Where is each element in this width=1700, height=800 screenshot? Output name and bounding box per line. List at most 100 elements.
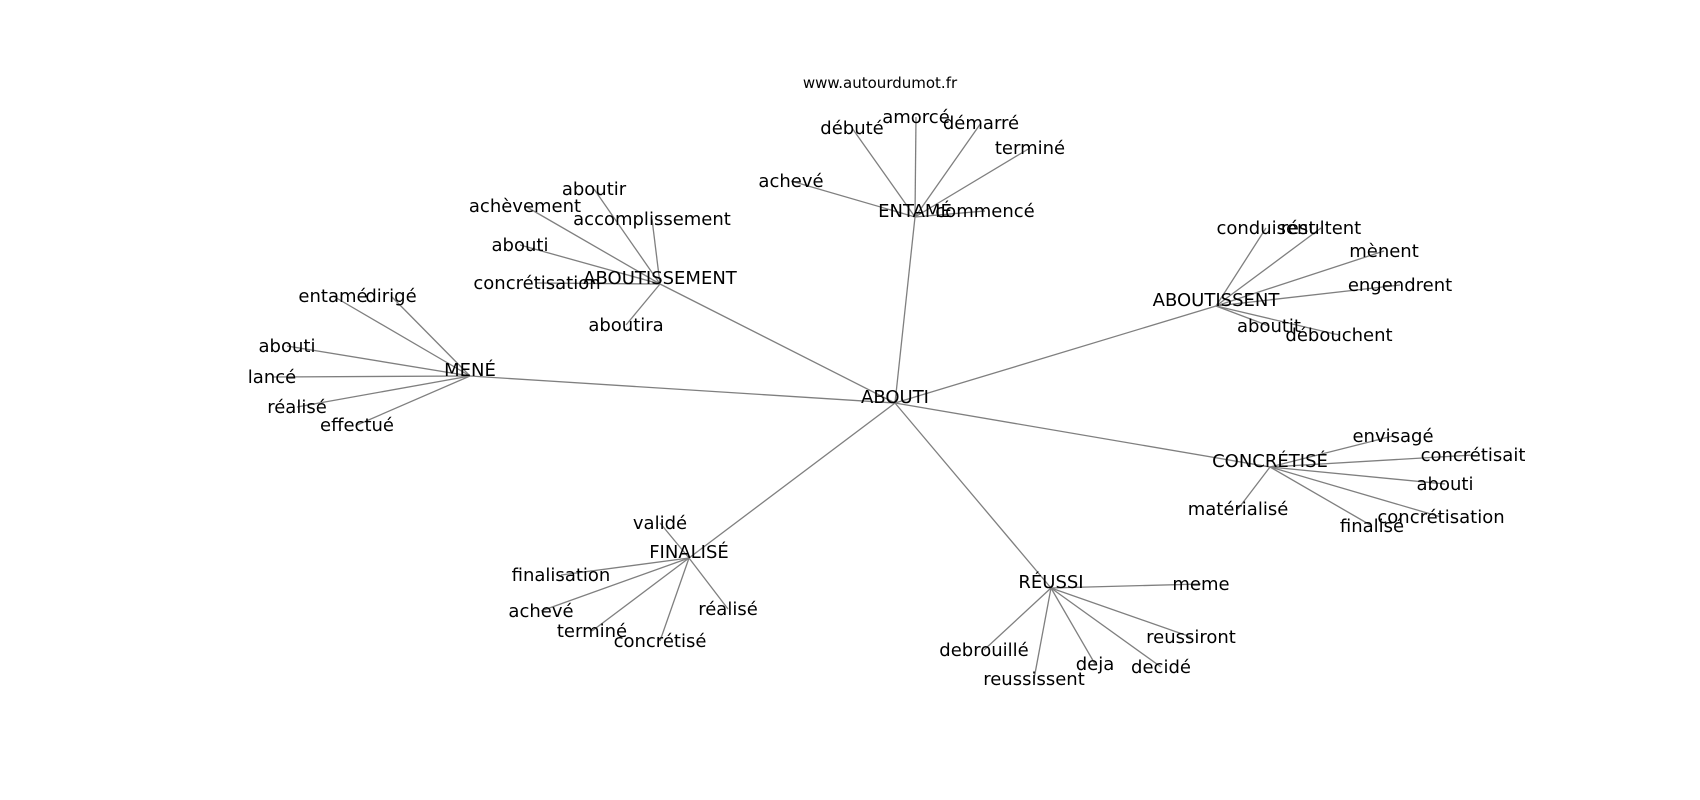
node-leaf-aboutissement-accomplissement: accomplissement xyxy=(573,209,731,230)
edge-entame-demarre xyxy=(914,122,982,218)
edge-mene-dirige xyxy=(390,295,471,377)
node-leaf-mene-abouti: abouti xyxy=(259,336,316,357)
node-leaf-finalise-valide: validé xyxy=(633,513,687,534)
node-hub-entame: ENTAMÉ xyxy=(878,200,952,222)
edge-aboutissement-aboutir xyxy=(593,188,661,285)
edge-reussi-debrouille xyxy=(983,587,1052,651)
edge-finalise-finalisation xyxy=(560,557,690,576)
node-leaf-concretise-materialise: matérialisé xyxy=(1188,499,1289,520)
edge-reussi-reussissent xyxy=(1033,587,1052,680)
node-hub-aboutissement: ABOUTISSEMENT xyxy=(583,268,738,289)
edge-reussi-decide xyxy=(1050,587,1162,668)
node-leaf-aboutissent-menent: mènent xyxy=(1349,241,1419,262)
node-leaf-finalise-concretise: concrétisé xyxy=(614,631,707,652)
edge-concretise-abouti xyxy=(1269,466,1446,485)
edge-aboutissent-aboutit xyxy=(1215,305,1270,327)
edge-center-finalise xyxy=(688,402,896,559)
edge-finalise-termine xyxy=(591,557,690,632)
edge-mene-abouti xyxy=(286,345,471,377)
edge-center-aboutissent xyxy=(894,305,1217,404)
node-leaf-finalise-termine: terminé xyxy=(557,621,627,642)
node-leaf-reussi-reussiront: reussiront xyxy=(1146,627,1236,648)
node-leaf-finalise-acheve: achevé xyxy=(508,601,573,622)
edge-aboutissement-aboutira xyxy=(625,283,661,326)
edge-entame-commence xyxy=(914,210,986,218)
source-label: www.autourdumot.fr xyxy=(803,74,958,92)
node-leaf-aboutissement-concretisation: concrétisation xyxy=(473,273,600,294)
edge-aboutissement-concretisation xyxy=(536,282,661,285)
edge-concretise-concretisation xyxy=(1269,466,1442,518)
edge-aboutissement-abouti xyxy=(519,244,661,285)
node-leaf-mene-effectue: effectué xyxy=(320,415,394,436)
graph-edges xyxy=(271,116,1474,680)
graph-labels: www.autourdumot.fr ABOUTI ENTAMÉ achevé déb… xyxy=(248,74,1526,690)
node-leaf-mene-entame: entamé xyxy=(298,286,367,307)
edge-aboutissent-resultent xyxy=(1215,227,1322,307)
edge-center-concretise xyxy=(894,402,1271,468)
edge-reussi-deja xyxy=(1050,587,1096,665)
edge-mene-realise xyxy=(296,375,471,408)
node-leaf-reussi-reussissent: reussissent xyxy=(983,669,1085,690)
edge-finalise-acheve xyxy=(540,557,690,612)
node-hub-finalise: FINALISÉ xyxy=(649,541,729,563)
node-leaf-mene-lance: lancé xyxy=(248,367,296,388)
edge-aboutissent-conduisent xyxy=(1215,227,1267,307)
node-leaf-concretise-abouti: abouti xyxy=(1417,474,1474,495)
node-leaf-concretise-concretisation: concrétisation xyxy=(1377,507,1504,528)
node-leaf-entame-demarre: démarré xyxy=(943,113,1019,134)
edge-finalise-realise xyxy=(688,557,729,610)
edge-reussi-meme xyxy=(1050,583,1202,589)
node-leaf-aboutissent-aboutit: aboutit xyxy=(1237,316,1301,337)
node-leaf-mene-realise: réalisé xyxy=(267,397,327,418)
edge-aboutissent-debouchent xyxy=(1215,305,1340,336)
edge-aboutissent-engendrent xyxy=(1215,284,1401,307)
edge-concretise-finalise xyxy=(1269,466,1373,527)
edge-mene-lance xyxy=(271,375,471,378)
edge-aboutissent-menent xyxy=(1215,250,1385,307)
node-leaf-reussi-meme: meme xyxy=(1172,574,1229,595)
node-leaf-entame-termine: terminé xyxy=(995,138,1065,159)
node-hub-aboutissent: ABOUTISSENT xyxy=(1153,290,1281,311)
node-hub-mene: MENÉ xyxy=(444,359,496,381)
edge-finalise-valide xyxy=(659,522,690,559)
node-leaf-reussi-decide: decidé xyxy=(1131,657,1191,678)
edge-entame-debute xyxy=(851,127,916,218)
node-leaf-aboutissent-conduisent: conduisent xyxy=(1216,218,1315,239)
node-hub-reussi: RÉUSSI xyxy=(1018,571,1083,593)
edge-aboutissement-achevement xyxy=(524,205,661,285)
node-leaf-aboutissement-abouti: abouti xyxy=(492,235,549,256)
edge-entame-termine xyxy=(914,147,1031,218)
node-leaf-reussi-deja: deja xyxy=(1076,654,1115,675)
edge-center-mene xyxy=(469,375,896,404)
node-leaf-concretise-envisage: envisagé xyxy=(1352,426,1433,447)
edge-mene-entame xyxy=(332,295,471,377)
edge-finalise-concretise xyxy=(659,557,690,642)
node-leaf-aboutissent-engendrent: engendrent xyxy=(1348,275,1452,296)
edge-mene-effectue xyxy=(356,375,471,426)
edge-center-aboutissement xyxy=(659,283,896,404)
node-leaf-aboutissement-aboutir: aboutir xyxy=(562,179,627,200)
node-leaf-aboutissement-aboutira: aboutira xyxy=(588,315,663,336)
node-leaf-finalise-finalisation: finalisation xyxy=(512,565,611,586)
node-leaf-finalise-realise: réalisé xyxy=(698,599,758,620)
node-leaf-aboutissement-achevement: achèvement xyxy=(469,196,581,217)
node-leaf-mene-dirige: dirigé xyxy=(365,286,416,307)
node-leaf-aboutissent-debouchent: débouchent xyxy=(1285,325,1392,346)
edge-center-entame xyxy=(894,216,916,404)
node-leaf-reussi-debrouille: debrouillé xyxy=(939,640,1028,661)
edge-concretise-envisage xyxy=(1269,435,1394,468)
node-leaf-concretise-finalise: finalisé xyxy=(1340,516,1404,537)
edge-concretise-concretisait xyxy=(1269,454,1474,468)
node-center-abouti: ABOUTI xyxy=(861,387,929,408)
node-leaf-entame-acheve: achevé xyxy=(758,171,823,192)
node-leaf-entame-debute: débuté xyxy=(820,118,883,139)
edge-aboutissement-accomplissement xyxy=(651,218,661,285)
node-leaf-aboutissent-resultent: résultent xyxy=(1281,218,1361,239)
node-hub-concretise: CONCRÉTISÉ xyxy=(1212,450,1328,472)
edge-entame-acheve xyxy=(790,180,916,218)
edge-concretise-materialise xyxy=(1237,466,1271,510)
edge-reussi-reussiront xyxy=(1050,587,1192,638)
node-leaf-entame-amorce: amorcé xyxy=(882,107,950,128)
node-leaf-concretise-concretisait: concrétisait xyxy=(1421,445,1526,466)
